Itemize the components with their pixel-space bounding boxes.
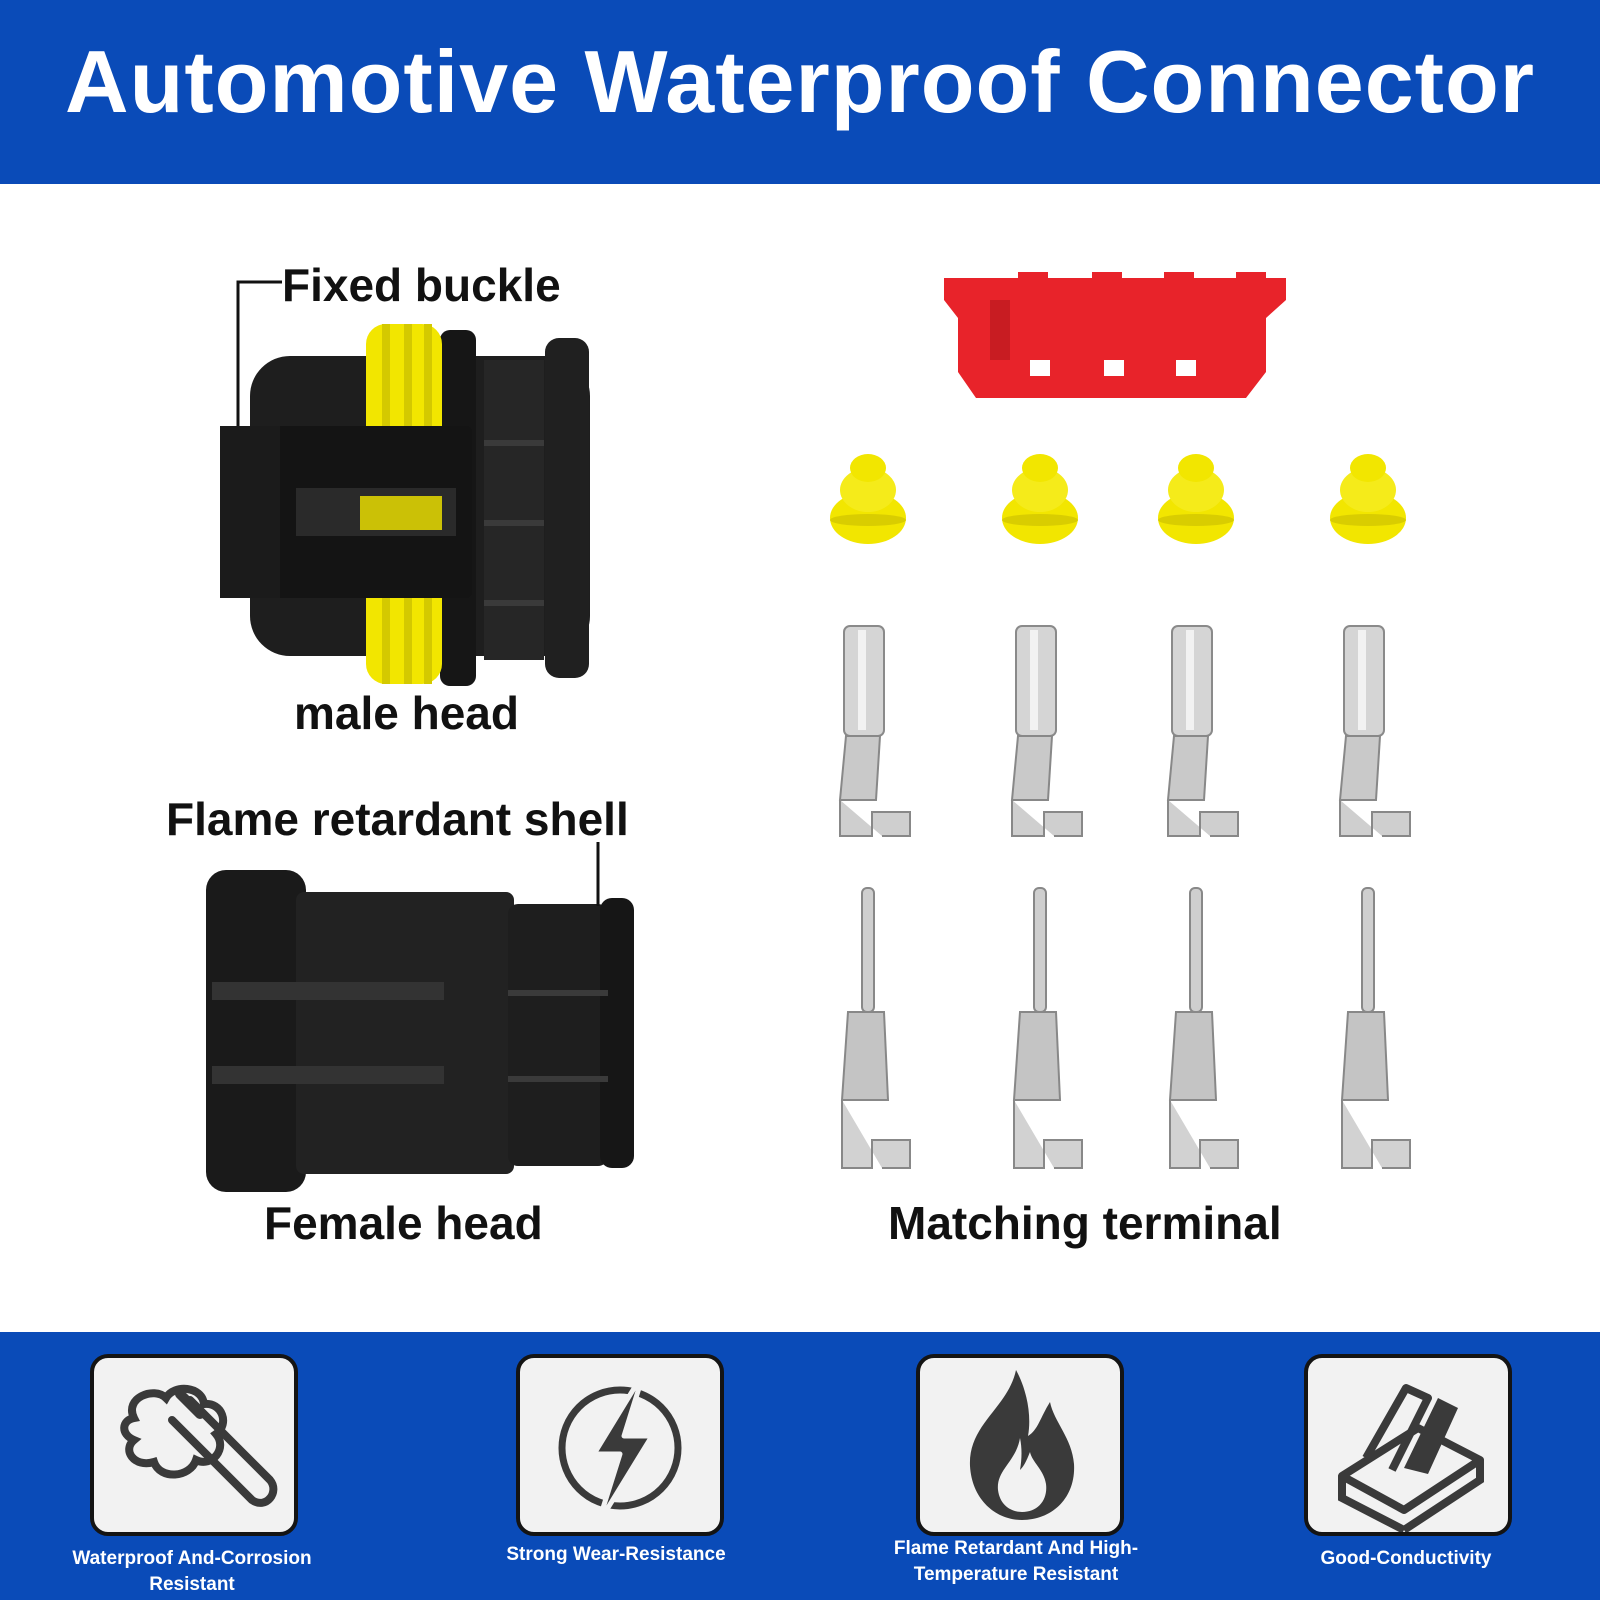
feature-card-waterproof — [90, 1354, 298, 1536]
test-tube-icon — [120, 1385, 278, 1507]
product-illustration — [206, 272, 1411, 1192]
female-terminals — [838, 625, 1411, 837]
flame-icon — [969, 1370, 1075, 1520]
label-male-head: male head — [294, 687, 519, 739]
lightning-icon — [558, 1369, 682, 1527]
feature-card-wear — [516, 1354, 724, 1536]
fixed-buckle-leader — [236, 280, 282, 426]
female-head-connector — [206, 870, 634, 1192]
wire-seals — [830, 454, 1406, 544]
red-lock-clip — [944, 272, 1286, 398]
header-banner — [0, 0, 1600, 184]
feature-label-wear: Strong Wear-Resistance — [506, 1544, 726, 1565]
page-title: Automotive Waterproof Connector — [65, 32, 1535, 131]
feature-label-conductivity: Good-Conductivity — [1320, 1548, 1492, 1569]
label-matching-terminal: Matching terminal — [888, 1197, 1282, 1249]
label-fixed-buckle: Fixed buckle — [282, 259, 561, 311]
label-flame-shell: Flame retardant shell — [166, 793, 629, 845]
feature-card-flame — [916, 1354, 1124, 1536]
label-female-head: Female head — [264, 1197, 543, 1249]
feature-label-waterproof: Waterproof And-Corrosion Resistant — [72, 1548, 312, 1595]
feature-label-flame: Flame Retardant And High-Temperature Res… — [893, 1538, 1139, 1585]
male-terminals — [840, 887, 1411, 1169]
male-head-connector — [220, 324, 590, 686]
conductor-icon — [1338, 1384, 1484, 1532]
feature-card-conductivity — [1304, 1354, 1512, 1536]
